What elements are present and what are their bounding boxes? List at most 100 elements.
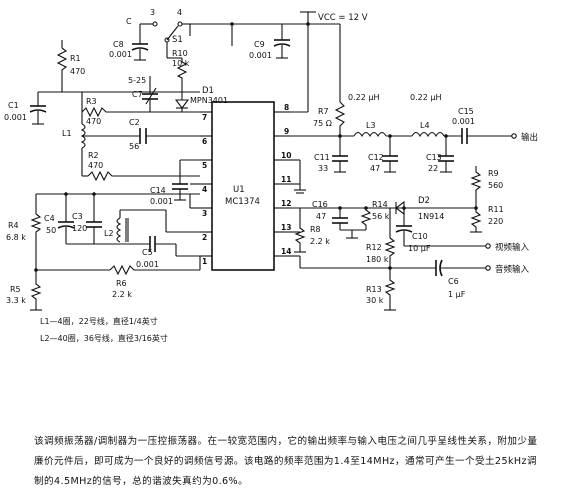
c2-ref: C2 xyxy=(129,118,140,127)
pin-2: 2 xyxy=(202,233,207,242)
resistor-r8: R8 2.2 k xyxy=(290,208,330,253)
pin-1: 1 xyxy=(202,257,207,266)
c5-ref: C5 xyxy=(142,248,153,257)
pin-7: 7 xyxy=(202,113,207,122)
resistor-r2: R2 470 xyxy=(82,151,200,182)
pin-3: 3 xyxy=(202,209,207,218)
c14-ref: C14 xyxy=(150,186,166,195)
capacitor-c12: C12 47 xyxy=(368,136,398,173)
c3-ref: C3 xyxy=(72,212,83,221)
pin-11: 11 xyxy=(281,175,291,184)
resistor-r6: R6 2.2 k xyxy=(36,256,201,299)
c2-value: 56 xyxy=(129,142,139,151)
resistor-r10: R10 10 k xyxy=(172,49,190,96)
c10-value: 10 μF xyxy=(408,244,431,253)
d2-part: 1N914 xyxy=(418,212,444,221)
r10-ref: R10 xyxy=(172,49,188,58)
r13-ref: R13 xyxy=(366,285,382,294)
c4-ref: C4 xyxy=(44,214,55,223)
switch-s1: 3 4 C S1 xyxy=(126,8,190,59)
capacitor-c11: C11 33 xyxy=(314,136,348,173)
r11-value: 220 xyxy=(488,217,503,226)
c14-value: 0.001 xyxy=(150,197,173,206)
switch-pos4-label: 4 xyxy=(177,8,182,17)
r12-value: 180 k xyxy=(366,255,389,264)
c15-ref: C15 xyxy=(458,107,474,116)
d1-part: MPN3401 xyxy=(190,96,228,105)
resistor-r3: R3 470 xyxy=(81,92,200,126)
output-terminal xyxy=(511,133,517,139)
r8-ref: R8 xyxy=(310,225,321,234)
capacitor-c9: C9 0.001 xyxy=(249,24,291,60)
r14-value: 56 k xyxy=(372,212,390,221)
r5-ref: R5 xyxy=(10,285,21,294)
capacitor-c5: C5 0.001 xyxy=(120,236,200,269)
d1-ref: D1 xyxy=(202,86,214,96)
video-in-terminal xyxy=(485,243,491,249)
r4-ref: R4 xyxy=(8,221,19,230)
l2-ref: L2 xyxy=(104,229,114,238)
r13-value: 30 k xyxy=(366,296,384,305)
r9-ref: R9 xyxy=(488,169,499,178)
resistor-r7: R7 75 Ω xyxy=(313,101,346,136)
r2-value: 470 xyxy=(88,161,103,170)
c5-value: 0.001 xyxy=(136,260,159,269)
capacitor-c16: C16 47 xyxy=(312,200,348,230)
resistor-r4: R4 6.8 k xyxy=(6,194,42,270)
r14-ref: R14 xyxy=(372,200,388,209)
c12-value: 47 xyxy=(370,164,380,173)
r9-value: 560 xyxy=(488,181,503,190)
r11-ref: R11 xyxy=(488,205,504,214)
c8-value: 0.001 xyxy=(109,50,132,59)
c9-value: 0.001 xyxy=(249,51,272,60)
inductor-l2: L2 xyxy=(104,210,129,243)
c13-value: 22 xyxy=(428,164,438,173)
c1-ref: C1 xyxy=(8,101,19,110)
video-in-label: 视频输入 xyxy=(495,242,530,253)
capacitor-c6: C6 1 μF xyxy=(435,259,486,299)
resistor-r13: R13 30 k xyxy=(366,268,396,311)
resistor-r9: R9 560 xyxy=(470,166,503,208)
inductor-l4: L4 0.22 μH xyxy=(410,93,462,138)
pin-12: 12 xyxy=(281,199,291,208)
c8-ref: C8 xyxy=(113,40,124,49)
pin-9: 9 xyxy=(284,127,289,136)
capacitor-c15: C15 0.001 xyxy=(452,107,512,144)
vcc-label: VCC = 12 V xyxy=(318,13,368,23)
c6-value: 1 μF xyxy=(448,290,466,299)
c9-ref: C9 xyxy=(254,40,265,49)
r8-value: 2.2 k xyxy=(310,237,330,246)
ic-ref: U1 xyxy=(233,185,245,195)
r4-value: 6.8 k xyxy=(6,233,26,242)
pin-8: 8 xyxy=(284,103,289,112)
capacitor-c13: C13 22 xyxy=(426,136,454,173)
resistor-r12: R12 180 k xyxy=(366,208,396,268)
ic-part: MC1374 xyxy=(225,197,260,207)
note-l1: L1—4圈，22号线，直径1/4英寸 xyxy=(40,316,158,326)
c4-value: 50 xyxy=(46,226,56,235)
r3-ref: R3 xyxy=(86,97,97,106)
r2-ref: R2 xyxy=(88,151,99,160)
r3-value: 470 xyxy=(86,117,101,126)
resistor-r14: R14 56 k xyxy=(340,200,390,239)
capacitor-c10: C10 10 μF xyxy=(395,208,486,253)
pin-14: 14 xyxy=(281,247,291,256)
c3-value: 120 xyxy=(72,224,87,233)
switch-c-label: C xyxy=(126,17,132,26)
l4-ref: L4 xyxy=(420,121,430,130)
audio-in-label: 音频输入 xyxy=(495,264,530,275)
c7-ref: C7 xyxy=(132,90,143,99)
c11-ref: C11 xyxy=(314,153,330,162)
c15-value: 0.001 xyxy=(452,117,475,126)
capacitor-c8: C8 0.001 xyxy=(109,24,149,61)
r6-ref: R6 xyxy=(116,279,127,288)
pin-6: 6 xyxy=(202,137,207,146)
figure-caption: 该调频振荡器/调制器为一压控振荡器。在一较宽范围内，它的输出频率与输入电压之间几… xyxy=(34,436,538,487)
c13-ref: C13 xyxy=(426,153,442,162)
pin-13: 13 xyxy=(281,223,291,232)
c6-ref: C6 xyxy=(448,277,459,286)
audio-in-terminal xyxy=(485,265,491,271)
note-l2: L2—40圈，36号线，直径3/16英寸 xyxy=(40,333,168,343)
pin-10: 10 xyxy=(281,151,291,160)
l3-ref: L3 xyxy=(366,121,376,130)
